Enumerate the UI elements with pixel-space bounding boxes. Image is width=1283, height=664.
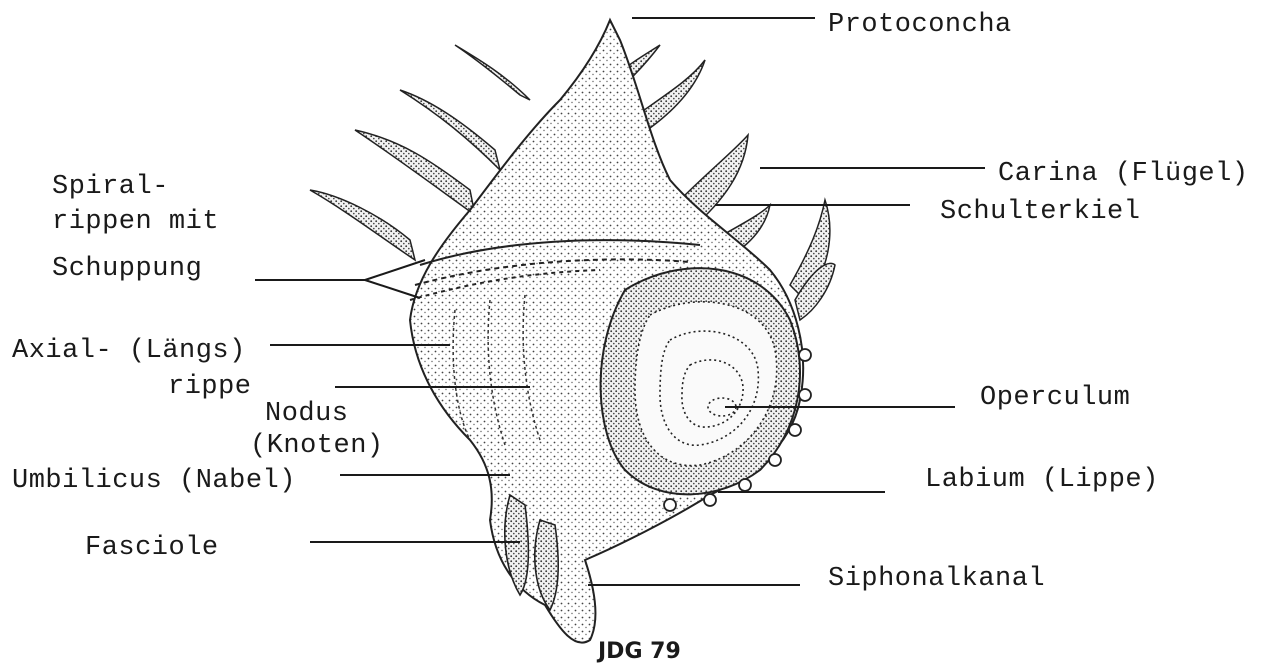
artist-signature: JDG 79: [596, 639, 681, 664]
label-schulterkiel: Schulterkiel: [940, 197, 1140, 227]
label-labium: Labium (Lippe): [925, 465, 1159, 495]
label-carina: Carina (Flügel): [998, 159, 1249, 189]
label-spiral-line1: Spiral-: [52, 172, 169, 202]
label-axial-line1: Axial- (Längs): [12, 336, 246, 366]
label-schuppung: Schuppung: [52, 254, 202, 284]
label-operculum: Operculum: [980, 383, 1130, 413]
label-spiral-line2: rippen mit: [52, 207, 219, 237]
label-umbilicus: Umbilicus (Nabel): [12, 466, 296, 496]
label-axial-line2: rippe: [168, 372, 252, 402]
label-fasciole: Fasciole: [85, 533, 219, 563]
leader-schuppung: [255, 260, 425, 298]
label-protoconcha: Protoconcha: [828, 10, 1012, 40]
shell-illustration: JDG 79: [310, 20, 835, 664]
label-nodus-line1: Nodus: [265, 399, 349, 429]
label-nodus-line2: (Knoten): [250, 431, 384, 461]
label-siphonalkanal: Siphonalkanal: [828, 564, 1045, 594]
